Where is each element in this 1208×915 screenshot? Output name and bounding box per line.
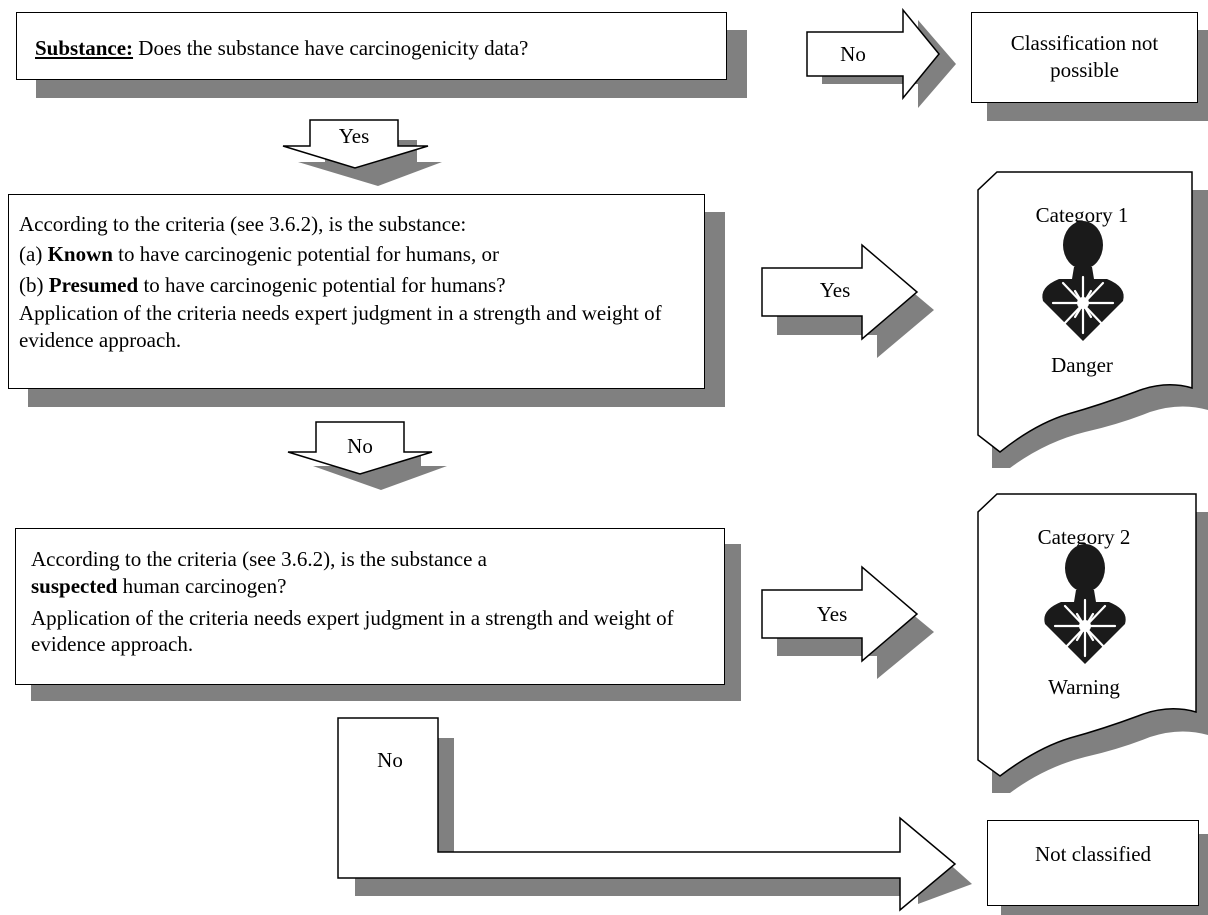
question-2-line-3-rest: to have carcinogenic potential for human… xyxy=(138,272,506,297)
q3-no-label: No xyxy=(377,748,403,772)
q3-no-arrow: No xyxy=(337,717,972,912)
question-2-presumed: Presumed xyxy=(48,272,139,297)
question-1-box: Substance: Does the substance have carci… xyxy=(16,12,727,80)
question-2-line-3-prefix: (b) xyxy=(19,272,49,297)
question-1-prefix: Substance: xyxy=(35,36,134,60)
not-classified-text: Not classified xyxy=(1034,842,1152,866)
no-data-outcome-box: Classification not possible xyxy=(971,12,1198,103)
q1-yes-label: Yes xyxy=(339,124,370,148)
category-2-outcome: Category 2 Warning xyxy=(977,493,1208,793)
q3-yes-arrow: Yes xyxy=(761,565,934,679)
question-3-line-1: According to the criteria (see 3.6.2), i… xyxy=(31,547,488,571)
q2-yes-arrow: Yes xyxy=(761,243,934,358)
question-1-text: Does the substance have carcinogenicity … xyxy=(133,36,529,60)
question-2-line-2-prefix: (a) xyxy=(19,242,48,267)
question-3-box: According to the criteria (see 3.6.2), i… xyxy=(15,528,725,685)
no-data-outcome-text: Classification not possible xyxy=(1010,31,1159,83)
not-classified-outcome-box: Not classified xyxy=(987,820,1199,906)
q2-no-label: No xyxy=(347,434,373,458)
question-3-suspected: suspected xyxy=(31,574,118,599)
q2-yes-label: Yes xyxy=(820,278,851,302)
question-2-line-1: According to the criteria (see 3.6.2), i… xyxy=(19,212,467,236)
category-1-signal-word: Danger xyxy=(1051,353,1113,377)
question-3-line-3: Application of the criteria needs expert… xyxy=(31,605,674,656)
q2-no-arrow: No xyxy=(287,421,447,490)
question-2-line-2-rest: to have carcinogenic potential for human… xyxy=(112,242,499,267)
q1-no-arrow: No xyxy=(806,7,956,108)
question-2-line-4: Application of the criteria needs expert… xyxy=(19,301,662,352)
category-2-signal-word: Warning xyxy=(1048,675,1120,699)
question-3-line-2-rest: human carcinogen? xyxy=(117,574,287,599)
question-2-known: Known xyxy=(47,242,113,267)
question-2-box: According to the criteria (see 3.6.2), i… xyxy=(8,194,705,389)
category-1-outcome: Category 1 Danger xyxy=(977,171,1208,468)
q3-yes-label: Yes xyxy=(817,602,848,626)
q1-no-label: No xyxy=(840,42,866,66)
q1-yes-arrow: Yes xyxy=(282,119,442,186)
